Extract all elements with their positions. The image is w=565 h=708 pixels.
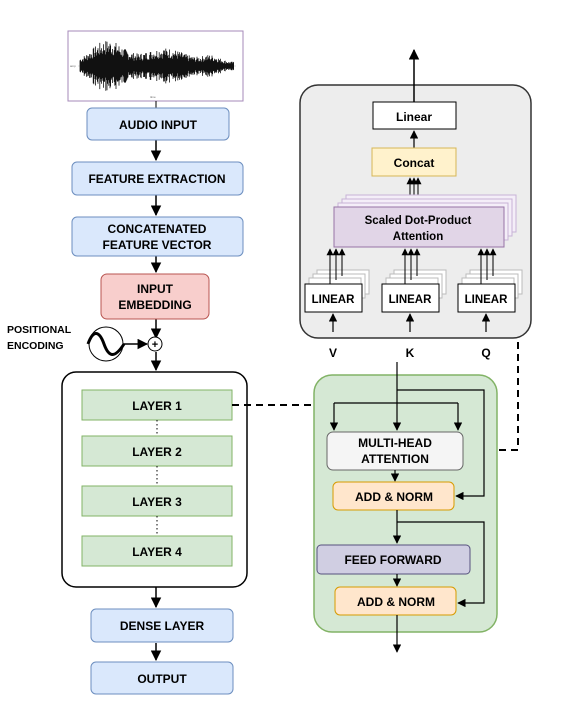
svg-text:time: time <box>150 95 156 99</box>
plus-symbol: + <box>152 339 158 351</box>
concatenated-label-line2: FEATURE VECTOR <box>103 238 212 252</box>
audio-input-label: AUDIO INPUT <box>119 118 198 132</box>
input-k-label: K <box>406 346 415 360</box>
add-norm-2-label: ADD & NORM <box>357 595 435 609</box>
layer-4-label: LAYER 4 <box>132 545 182 559</box>
sdpa-label-line2: Attention <box>393 231 443 243</box>
output-box: OUTPUT <box>90 661 234 695</box>
linear-v-label: LINEAR <box>312 294 356 306</box>
layer-2-box: LAYER 2 <box>81 435 233 467</box>
mha-label-line1: MULTI-HEAD <box>358 436 432 450</box>
layer-2-label: LAYER 2 <box>132 445 182 459</box>
layer-1-box: LAYER 1 <box>81 389 233 421</box>
input-embedding-line1: INPUT <box>137 282 174 296</box>
sdpa-label-line1: Scaled Dot-Product <box>365 215 472 227</box>
linear-k-label: LINEAR <box>389 294 433 306</box>
layer-4-box: LAYER 4 <box>81 535 233 567</box>
sine-wave-icon <box>86 326 126 362</box>
output-label: OUTPUT <box>137 672 187 686</box>
feature-extraction-label: FEATURE EXTRACTION <box>88 172 225 186</box>
feed-forward-label: FEED FORWARD <box>344 553 441 567</box>
concatenated-feature-vector-box: CONCATENATED FEATURE VECTOR <box>71 216 244 257</box>
svg-text:amp: amp <box>70 64 76 68</box>
encoder-stack-container <box>61 371 248 588</box>
feature-extraction-box: FEATURE EXTRACTION <box>71 161 244 196</box>
waveform-icon: amp time <box>67 30 244 102</box>
encoder-layer-panel: MULTI-HEAD ATTENTION ADD & NORM FEED FOR… <box>313 362 498 653</box>
positional-encoding-line2: ENCODING <box>7 340 64 352</box>
positional-encoding-line1: POSITIONAL <box>7 324 72 336</box>
attention-detail-panel: Linear Concat Scaled Dot-Product Attenti… <box>299 48 532 339</box>
input-q-label: Q <box>481 346 490 360</box>
input-v-label: V <box>329 346 337 360</box>
mha-label-line2: ATTENTION <box>361 452 429 466</box>
input-embedding-line2: EMBEDDING <box>118 298 191 312</box>
audio-input-box: AUDIO INPUT <box>86 107 230 141</box>
linear-q-label: LINEAR <box>465 294 509 306</box>
dense-layer-label: DENSE LAYER <box>120 619 205 633</box>
concatenated-label-line1: CONCATENATED <box>108 222 207 236</box>
layer-1-label: LAYER 1 <box>132 399 182 413</box>
concat-label: Concat <box>394 156 435 170</box>
input-embedding-box: INPUT EMBEDDING <box>100 273 210 320</box>
layer-3-box: LAYER 3 <box>81 485 233 517</box>
attention-linear-top-label: Linear <box>396 110 432 124</box>
layer-3-label: LAYER 3 <box>132 495 182 509</box>
plus-circle-icon: + <box>147 336 163 352</box>
add-norm-1-label: ADD & NORM <box>355 490 433 504</box>
dense-layer-box: DENSE LAYER <box>90 608 234 643</box>
